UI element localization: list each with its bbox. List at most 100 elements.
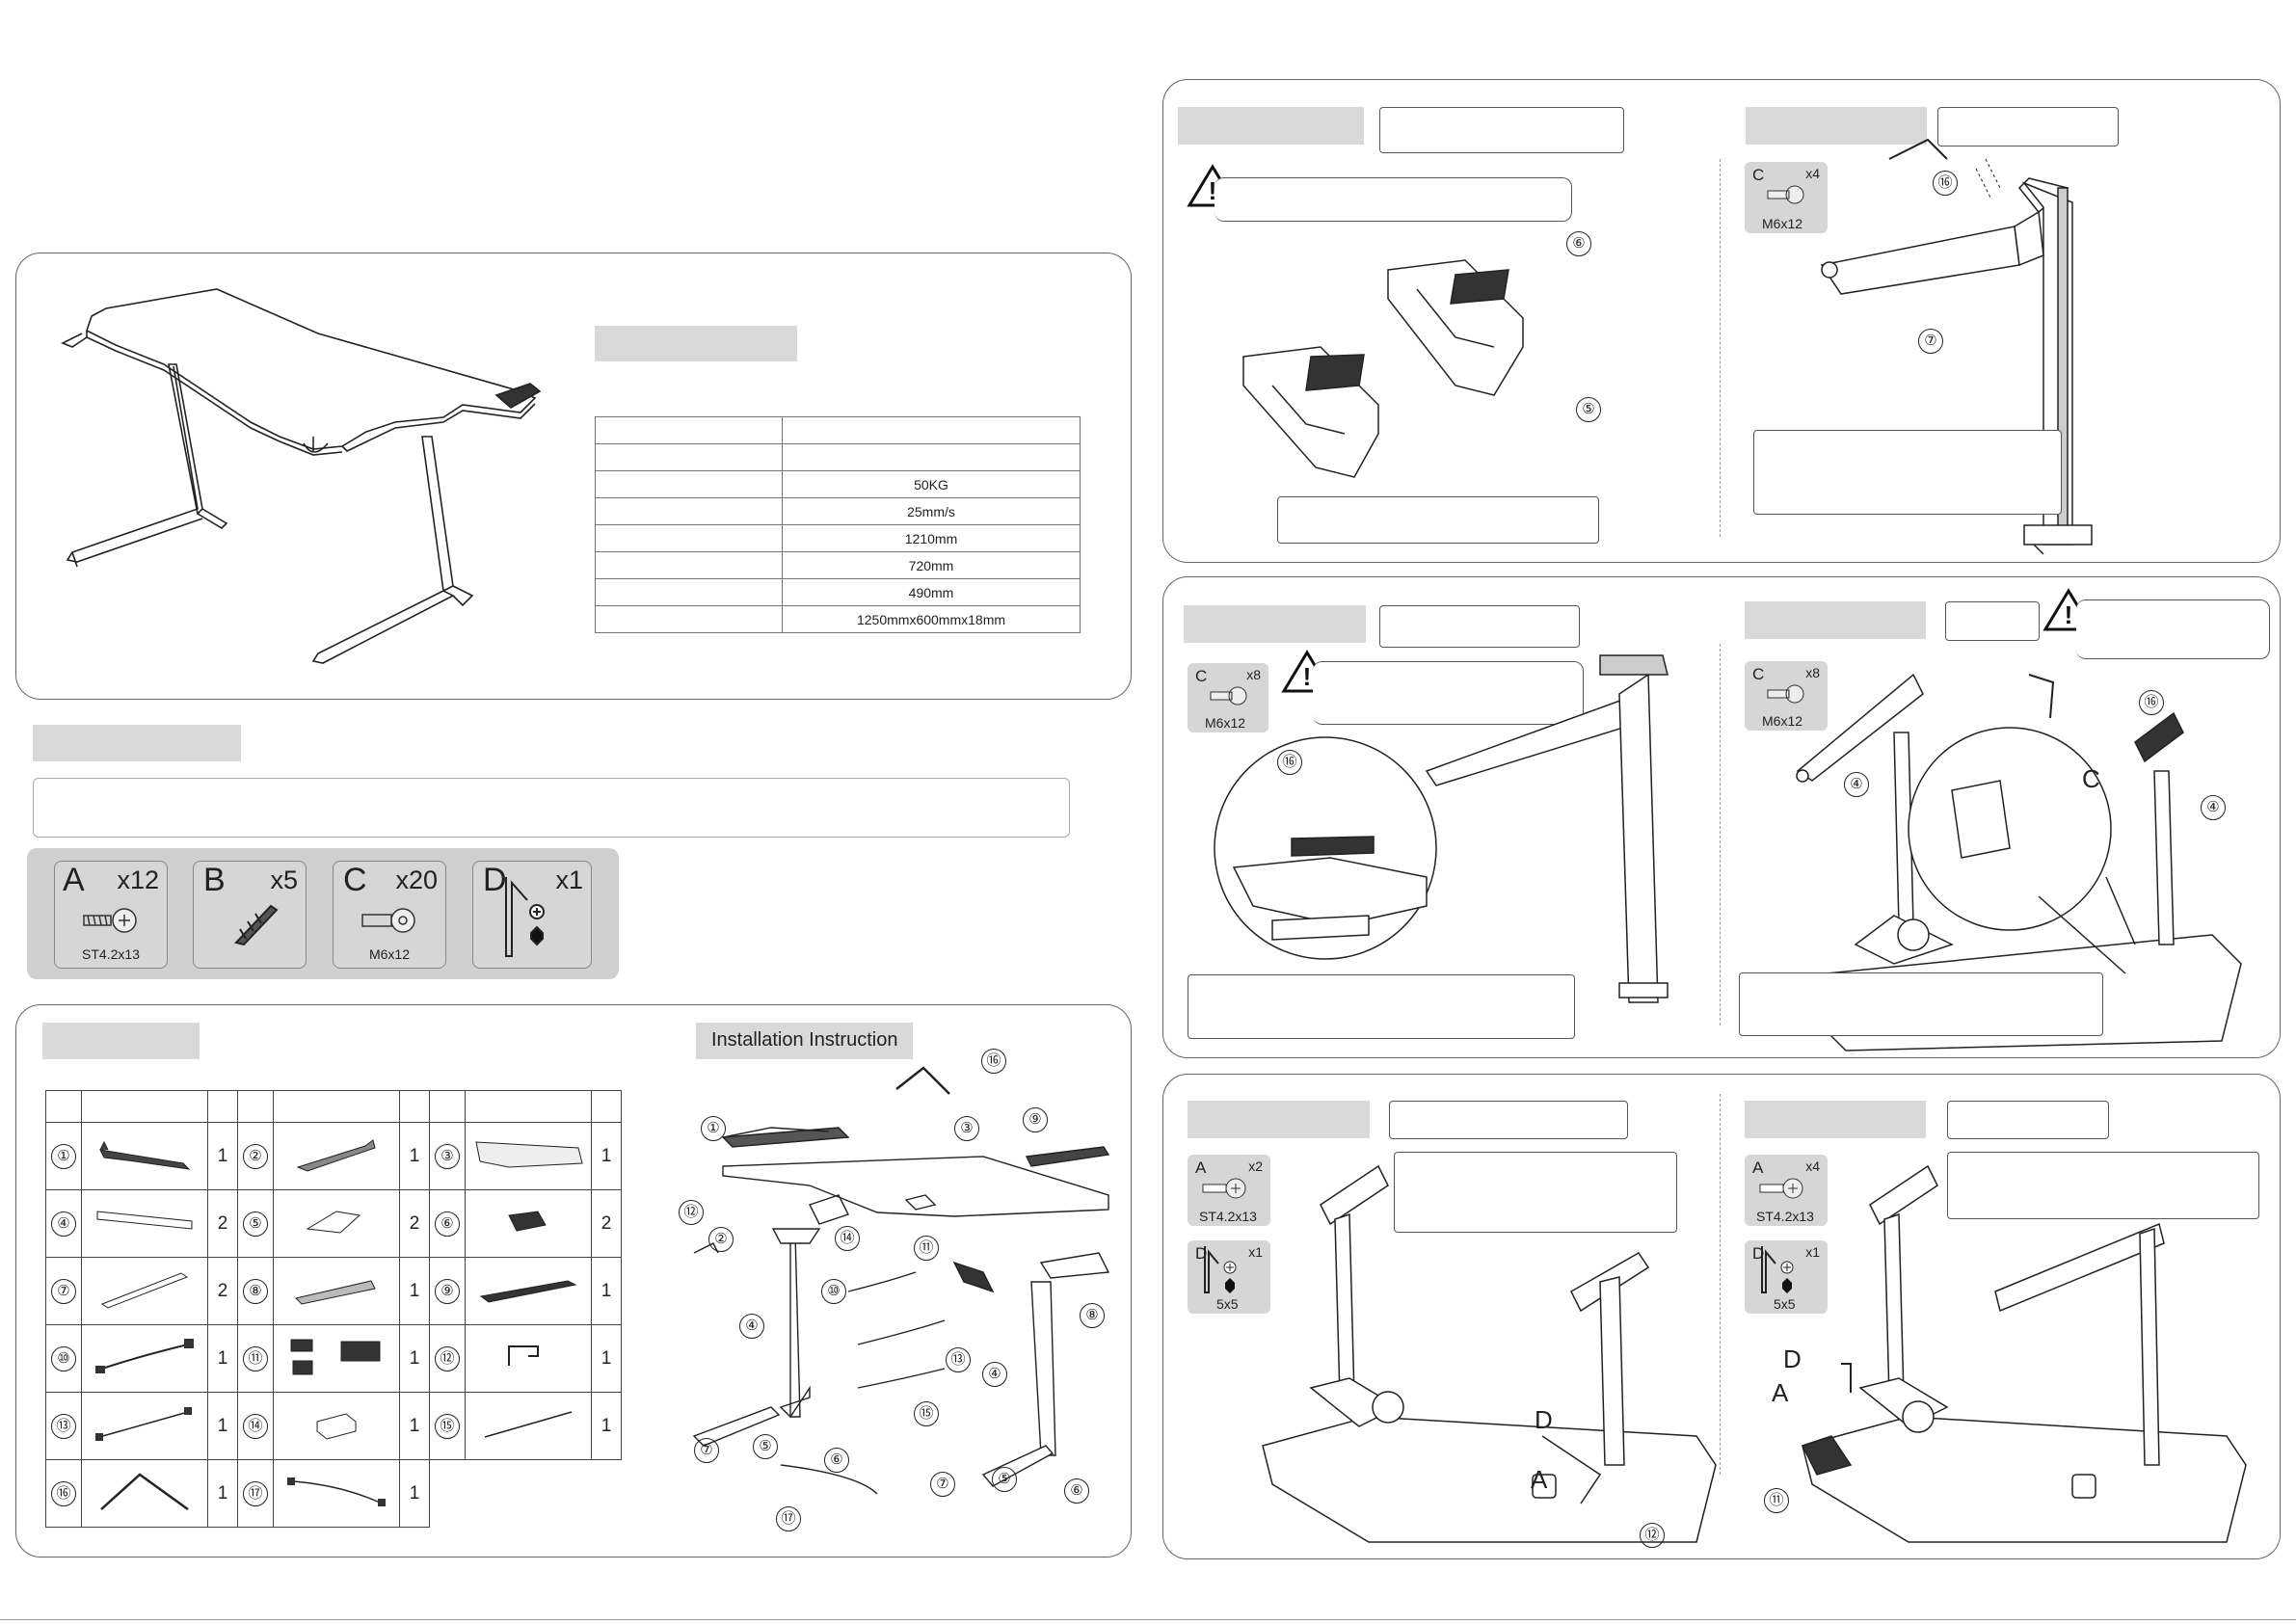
callout: ⑦ <box>930 1472 955 1497</box>
callout: ⑦ <box>694 1438 719 1463</box>
hardware-letter: B <box>203 862 226 898</box>
callout: ⑯ <box>2139 690 2164 715</box>
spec-label <box>595 416 783 444</box>
hardware-chip: A x2 ST4.2x13 <box>1188 1155 1270 1226</box>
step-1-warning-box <box>1215 177 1572 222</box>
hardware-label: ST4.2x13 <box>82 946 140 962</box>
motor-cable-icon <box>287 1477 386 1506</box>
allen-key-icon <box>1761 1246 1794 1293</box>
chip-letter: A <box>1752 1158 1764 1177</box>
chip-qty: x8 <box>1805 665 1820 680</box>
part-13-image <box>81 1392 208 1460</box>
parts-row: ⑯ 1 ⑰ 1 <box>45 1459 622 1528</box>
hardware-card-d: D x1 <box>472 861 592 969</box>
part-number: ⑮ <box>435 1413 460 1439</box>
part-qty: 1 <box>399 1392 430 1460</box>
step-4-note-box <box>1739 972 2103 1036</box>
allen-key-icon <box>1204 1246 1237 1293</box>
hardware-note-box <box>33 778 1070 838</box>
callout: ④ <box>982 1362 1007 1387</box>
hardware-chip: C x8 M6x12 <box>1745 661 1828 731</box>
part-number: ⑥ <box>435 1211 460 1237</box>
chip-label: 5x5 <box>1774 1296 1796 1312</box>
part-letter-label: D <box>1535 1405 1553 1434</box>
part-qty: 1 <box>207 1324 238 1393</box>
parts-row: ④ 2 ⑤ 2 ⑥ 2 <box>45 1189 622 1258</box>
hardware-chip: A x4 ST4.2x13 <box>1745 1155 1828 1226</box>
chip-letter: C <box>1752 665 1765 683</box>
spec-label <box>595 470 783 498</box>
callout: ⑯ <box>981 1049 1006 1074</box>
part-8-image <box>273 1257 400 1325</box>
hardware-label: M6x12 <box>368 946 411 962</box>
step-3-title-box <box>1379 605 1580 648</box>
step-5-title-box <box>1389 1101 1628 1139</box>
hardware-card-c: C x20 M6x12 <box>333 861 446 969</box>
step-4-warning-box <box>2076 599 2270 659</box>
part-1-image <box>81 1122 208 1190</box>
specs-row: 490mm <box>595 578 1081 606</box>
spec-label <box>595 524 783 552</box>
armrest-icon <box>99 1140 191 1170</box>
part-number: ⑫ <box>435 1345 460 1371</box>
headphone-hook-icon <box>508 1344 539 1366</box>
step-5-frame-illustration <box>1262 1164 1717 1543</box>
spec-value: 25mm/s <box>782 497 1081 525</box>
callout: ⑮ <box>914 1401 939 1426</box>
step-2-note-box <box>1753 430 2062 515</box>
step-divider <box>1720 1094 1721 1475</box>
part-12-image <box>465 1324 592 1393</box>
svg-text:!: ! <box>1303 662 1312 691</box>
hardware-letter: A <box>63 862 85 898</box>
part-letter-label: A <box>1772 1378 1789 1407</box>
step-3-warning-box <box>1313 661 1584 725</box>
chip-letter: A <box>1195 1158 1207 1177</box>
part-number: ⑬ <box>51 1413 76 1439</box>
specs-heading-bar <box>595 326 797 361</box>
parts-row: ① 1 ② 1 ③ 1 <box>45 1122 622 1190</box>
part-16-image <box>81 1459 208 1528</box>
part-4-image <box>81 1189 208 1258</box>
callout: ⑤ <box>992 1467 1017 1492</box>
callout: ⑥ <box>1064 1478 1089 1504</box>
part-number: ③ <box>435 1143 460 1169</box>
hardware-qty: x12 <box>117 865 159 894</box>
part-number: ⑪ <box>243 1345 268 1371</box>
callout: ⑤ <box>1576 397 1601 422</box>
part-qty: 1 <box>207 1459 238 1528</box>
bolt-icon <box>1767 185 1804 204</box>
spec-value <box>782 416 1081 444</box>
part-number: ⑰ <box>243 1480 268 1506</box>
hook-set-icon <box>290 1339 381 1374</box>
parts-row: ⑦ 2 ⑧ 1 ⑨ 1 <box>45 1257 622 1325</box>
part-qty: 1 <box>399 1257 430 1325</box>
part-6-image <box>465 1189 592 1258</box>
step-4-frame-illustration <box>1796 673 2242 1052</box>
part-qty: 1 <box>399 1122 430 1190</box>
allen-key-icon <box>505 877 545 957</box>
hardware-letter: C <box>343 862 367 898</box>
hardware-qty: x20 <box>395 865 438 894</box>
chip-label: ST4.2x13 <box>1199 1209 1257 1224</box>
specs-row: 50KG <box>595 470 1081 498</box>
hardware-qty: x5 <box>270 865 298 894</box>
part-17-image <box>273 1459 400 1528</box>
step-3-note-box <box>1188 974 1575 1039</box>
part-number: ⑭ <box>243 1413 268 1439</box>
part-number: ④ <box>51 1211 76 1237</box>
screw-icon <box>1202 1178 1246 1199</box>
specs-row: 1210mm <box>595 524 1081 552</box>
page-bottom-rule <box>0 1619 2296 1620</box>
bolt-icon <box>1767 684 1804 704</box>
callout: ⑫ <box>679 1200 704 1225</box>
chip-qty: x1 <box>1248 1244 1263 1260</box>
spec-label <box>595 443 783 471</box>
specs-row: 1250mmx600mmx18mm <box>595 605 1081 633</box>
step-6-heading-bar <box>1745 1101 1926 1138</box>
spec-label <box>595 497 783 525</box>
step-divider <box>1720 159 1721 537</box>
hardware-chip: D x1 5x5 <box>1188 1240 1270 1314</box>
spec-value <box>782 443 1081 471</box>
specs-row <box>595 416 1081 444</box>
hardware-letter: D <box>483 862 507 898</box>
